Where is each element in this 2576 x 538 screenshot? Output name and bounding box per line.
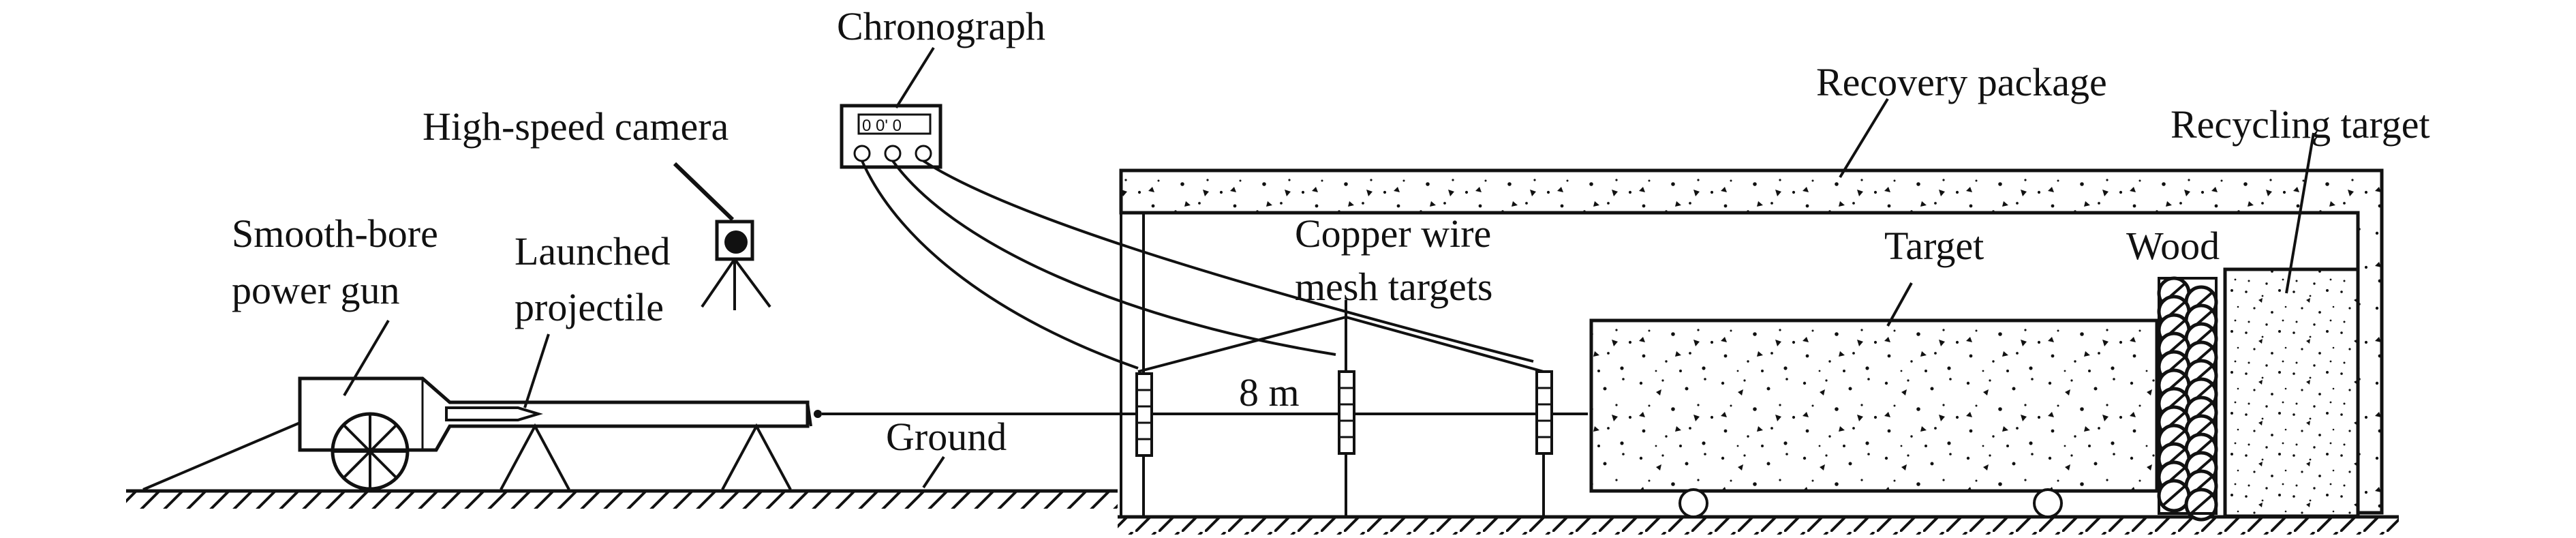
label-recycling-target: Recycling target bbox=[2171, 102, 2430, 147]
label-smooth-bore-1: Smooth-bore bbox=[232, 211, 438, 256]
label-launched-2: projectile bbox=[515, 285, 664, 329]
projectile bbox=[445, 406, 543, 421]
label-chronograph: Chronograph bbox=[837, 4, 1045, 48]
target-block bbox=[1589, 282, 2159, 518]
label-copper-1: Copper wire bbox=[1295, 211, 1491, 256]
recycling-target bbox=[2223, 132, 2360, 518]
smooth-bore-gun bbox=[142, 376, 822, 491]
chronograph-cables bbox=[861, 160, 1534, 370]
label-ground: Ground bbox=[886, 415, 1007, 459]
wood-stack bbox=[2157, 276, 2218, 522]
recovery-package-leader bbox=[1839, 98, 1889, 179]
wood-frame bbox=[2158, 277, 2218, 515]
label-target: Target bbox=[1884, 224, 1984, 268]
ground-leader bbox=[922, 455, 945, 489]
wood-grain bbox=[2189, 494, 2213, 515]
label-launched-1: Launched bbox=[515, 229, 671, 273]
label-wood: Wood bbox=[2126, 224, 2220, 268]
label-copper-2: mesh targets bbox=[1295, 265, 1492, 309]
high-speed-camera bbox=[673, 162, 771, 310]
svg-text:0 0' 0: 0 0' 0 bbox=[862, 117, 902, 135]
label-smooth-bore-2: power gun bbox=[232, 268, 399, 312]
ground-left bbox=[126, 489, 1118, 509]
mesh-target-1 bbox=[1135, 372, 1153, 457]
wood-grain bbox=[2162, 485, 2186, 507]
gun-leader bbox=[343, 319, 390, 397]
projectile-leader bbox=[523, 333, 550, 408]
label-distance: 8 m bbox=[1239, 370, 1300, 415]
ground-right bbox=[1118, 515, 2399, 535]
mesh-target-3 bbox=[1535, 370, 1553, 455]
label-recovery-package: Recovery package bbox=[1816, 60, 2107, 104]
label-high-speed-camera: High-speed camera bbox=[423, 104, 729, 149]
target-cart-wheels bbox=[1678, 488, 2063, 518]
mesh-targets bbox=[1135, 300, 1553, 517]
chronograph: 0 0' 0 bbox=[840, 46, 942, 169]
gun-wheel bbox=[331, 412, 410, 491]
mesh-target-2 bbox=[1338, 370, 1355, 455]
